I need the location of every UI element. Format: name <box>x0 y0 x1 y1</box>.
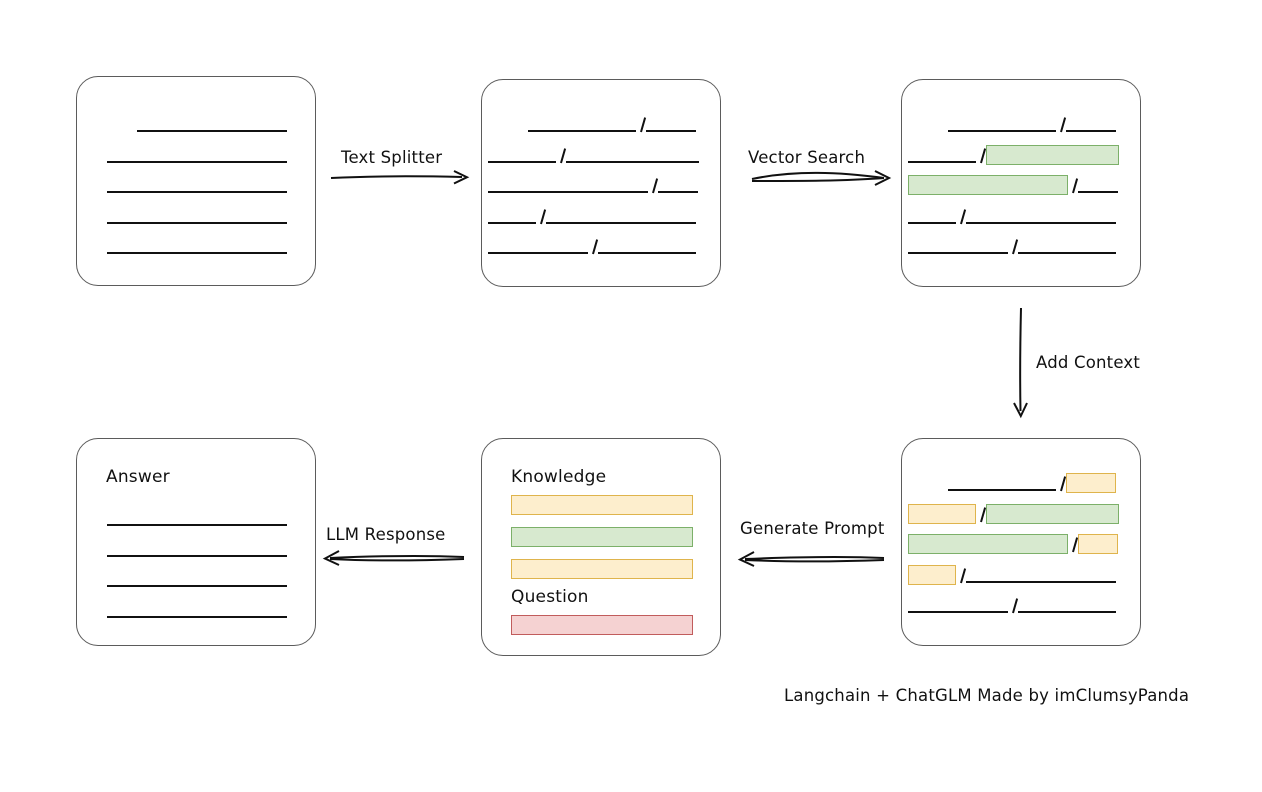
knowledge-bar-2 <box>511 527 693 547</box>
text-underline <box>908 611 1008 613</box>
highlight-chip-green <box>908 534 1068 554</box>
text-underline <box>1066 130 1116 132</box>
highlight-chip-green <box>986 144 1119 165</box>
document-row <box>107 507 287 527</box>
split-chunks-rows <box>482 80 720 286</box>
text-underline <box>598 252 696 254</box>
answer-title: Answer <box>106 467 170 487</box>
knowledge-label: Knowledge <box>511 467 607 487</box>
text-underline <box>948 489 1056 491</box>
text-underline <box>107 585 287 587</box>
arrow-generate-prompt <box>737 551 885 567</box>
document-row <box>908 235 1116 255</box>
document-row <box>908 174 1118 195</box>
text-underline <box>966 580 1116 583</box>
document-row <box>908 503 1119 524</box>
document-row <box>948 472 1116 493</box>
highlight-chip-yellow <box>1078 534 1118 554</box>
edge-label-vector-search: Vector Search <box>748 148 866 167</box>
document-row <box>908 144 1119 165</box>
text-underline <box>908 252 1008 254</box>
node-source-document[interactable] <box>76 76 316 286</box>
text-underline <box>107 615 287 618</box>
text-underline <box>966 221 1116 224</box>
highlight-chip-yellow <box>908 503 976 524</box>
text-underline <box>1018 611 1116 613</box>
text-underline <box>1018 252 1116 254</box>
text-underline <box>107 221 287 224</box>
text-underline <box>107 160 287 163</box>
text-underline <box>908 160 976 163</box>
text-underline <box>488 191 648 193</box>
highlight-chip-yellow <box>908 564 956 585</box>
text-underline <box>658 191 698 193</box>
document-row <box>107 205 287 225</box>
document-row <box>908 564 1116 585</box>
knowledge-bar-3 <box>511 559 693 579</box>
document-row <box>137 113 287 133</box>
document-row <box>107 235 287 255</box>
footer-credit: Langchain + ChatGLM Made by imClumsyPand… <box>784 686 1190 705</box>
document-row <box>528 113 696 133</box>
arrow-add-context <box>1013 307 1028 419</box>
document-row <box>107 568 287 588</box>
text-underline <box>528 130 636 132</box>
highlight-chip-green <box>986 503 1119 524</box>
arrow-text-splitter <box>330 170 470 185</box>
node-answer[interactable]: Answer <box>76 438 316 646</box>
document-row <box>488 235 696 255</box>
document-row <box>908 533 1118 554</box>
arrow-llm-response <box>322 550 465 566</box>
node-prompt[interactable]: Knowledge Question <box>481 438 721 656</box>
document-row <box>107 599 287 619</box>
node-split-chunks[interactable] <box>481 79 721 287</box>
document-row <box>107 144 287 164</box>
text-underline <box>488 252 588 254</box>
text-underline <box>646 130 696 132</box>
document-row <box>948 113 1116 133</box>
edge-label-llm-response: LLM Response <box>326 525 446 544</box>
source-document-rows <box>77 77 315 285</box>
highlight-chip-green <box>908 175 1068 195</box>
text-underline <box>107 191 287 193</box>
document-row <box>107 538 287 558</box>
answer-rows <box>77 439 315 645</box>
document-row <box>488 205 696 225</box>
document-row <box>488 174 698 194</box>
text-underline <box>137 130 287 132</box>
text-underline <box>107 524 287 526</box>
edge-label-text-splitter: Text Splitter <box>341 148 443 167</box>
document-row <box>107 174 287 194</box>
edge-label-generate-prompt: Generate Prompt <box>740 519 885 538</box>
context-added-rows <box>902 439 1140 645</box>
arrow-vector-search <box>751 170 892 186</box>
question-bar-1 <box>511 615 693 635</box>
text-underline <box>908 221 956 224</box>
text-underline <box>546 221 696 224</box>
text-underline <box>1078 191 1118 193</box>
edge-label-add-context: Add Context <box>1036 353 1141 372</box>
text-underline <box>948 130 1056 132</box>
text-underline <box>566 160 699 163</box>
text-underline <box>107 554 287 557</box>
document-row <box>908 205 1116 225</box>
node-vector-matches[interactable] <box>901 79 1141 287</box>
highlight-chip-yellow <box>1066 473 1116 493</box>
node-context-added[interactable] <box>901 438 1141 646</box>
text-underline <box>488 160 556 163</box>
document-row <box>908 594 1116 614</box>
vector-matches-rows <box>902 80 1140 286</box>
text-underline <box>107 252 287 254</box>
text-underline <box>488 221 536 224</box>
knowledge-bar-1 <box>511 495 693 515</box>
question-label: Question <box>511 587 589 607</box>
document-row <box>488 144 699 164</box>
